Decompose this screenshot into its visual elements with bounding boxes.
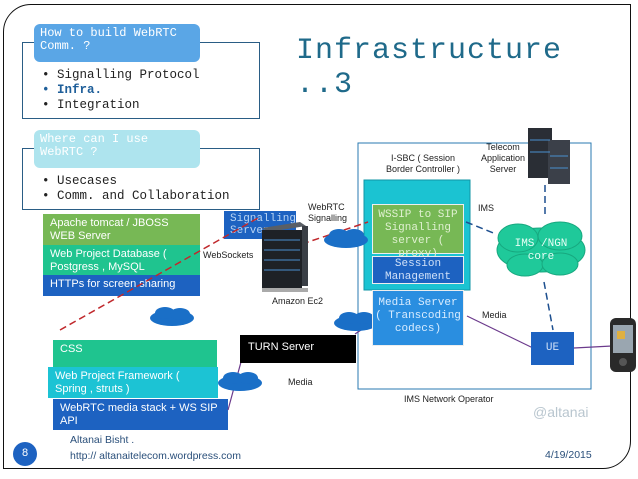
websockets-label: WebSockets [203, 250, 254, 260]
media-label-right: Media [482, 310, 507, 320]
session-management-block: Session Management [372, 256, 464, 284]
footer-author: Altanai Bisht . http:// altanaitelecom.w… [70, 432, 241, 464]
websocket-link [59, 217, 259, 331]
stack-css: CSS [53, 340, 217, 368]
ims-link [465, 221, 497, 235]
bullet-item: Integration [42, 98, 200, 113]
ims-ue-link [543, 281, 554, 331]
page-number-circle [13, 442, 37, 466]
cloud-icon [218, 372, 262, 391]
ims-core-cloud-icon [496, 221, 586, 277]
author-name: Altanai Bisht . [70, 434, 135, 446]
bullet-item-highlighted: Infra. [42, 83, 200, 98]
slide-frame [3, 4, 631, 469]
mobile-phone-icon [610, 318, 636, 372]
bullet-list-build: Signalling Protocol Infra. Integration [42, 68, 200, 113]
slide-title: Infrastructure ..3 [296, 34, 563, 102]
stack-web-framework: Web Project Framework ( Spring , struts … [48, 367, 218, 398]
bullet-item: Signalling Protocol [42, 68, 200, 83]
watermark: @altanai [533, 404, 589, 420]
media-ue-link [466, 315, 534, 349]
amazon-ec2-label: Amazon Ec2 [272, 296, 324, 306]
bullet-item: Comm. and Collaboration [42, 189, 230, 204]
ims-operator-box [357, 142, 592, 390]
ue-box: UE [531, 332, 574, 365]
stack-https-screen-sharing: HTTPs for screen sharing [43, 275, 200, 296]
webrtc-signalling-label: WebRTC Signalling [308, 202, 348, 223]
amazon-server-icon [262, 222, 308, 292]
slide-date: 4/19/2015 [545, 449, 592, 461]
question-label-build: How to build WebRTC Comm. ? [34, 24, 200, 62]
stack-database: Web Project Database ( Postgress , MySQL [43, 245, 200, 275]
wssip-proxy-block: WSSIP to SIP Signalling server ( proxy) [372, 204, 464, 260]
cloud-icon [150, 307, 194, 326]
cloud-icon [334, 312, 378, 331]
ims-label: IMS [478, 203, 495, 213]
ims-operator-label: IMS Network Operator [404, 394, 494, 404]
stack-webrtc-media: WebRTC media stack + WS SIP API [53, 399, 228, 430]
telecom-app-server-label: Telecom Application Server [480, 142, 526, 174]
media-server-block: Media Server ( Transcoding codecs) [372, 290, 464, 346]
media-label-left: Media [288, 377, 313, 387]
isbc-label: I-SBC ( Session Border Controller ) [385, 153, 461, 174]
bullet-item: Usecases [42, 174, 230, 189]
cloud-icon [324, 229, 368, 248]
ue-device-link [573, 345, 613, 349]
bullet-list-where: Usecases Comm. and Collaboration [42, 174, 230, 204]
stack-apache-tomcat: Apache tomcat / JBOSS WEB Server [43, 214, 200, 245]
page-number: 8 [21, 447, 29, 459]
author-url[interactable]: http:// altanaitelecom.wordpress.com [70, 450, 241, 462]
ims-core-label: IMS /NGN core [514, 238, 568, 263]
turn-server-box: TURN Server [240, 335, 356, 363]
question-label-where: Where can I use WebRTC ? [34, 130, 200, 168]
telecom-server-icon [528, 128, 570, 184]
